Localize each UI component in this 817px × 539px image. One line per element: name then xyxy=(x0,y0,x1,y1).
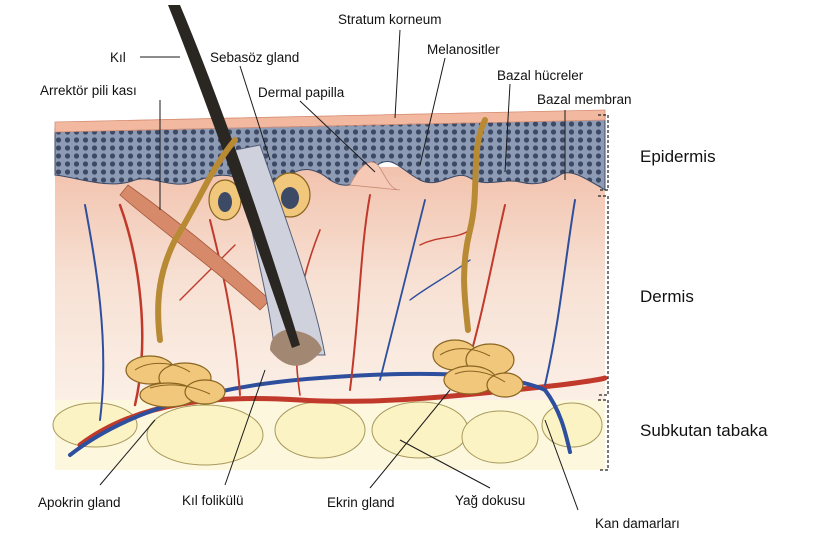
label-melanositler: Melanositler xyxy=(427,42,500,57)
label-kil-folikulu: Kıl folikülü xyxy=(182,493,244,508)
label-stratum-korneum: Stratum korneum xyxy=(338,12,442,27)
label-apokrin-gland: Apokrin gland xyxy=(38,495,121,510)
label-arrektor-pili-kasi: Arrektör pili kası xyxy=(40,83,137,98)
layer-label-dermis: Dermis xyxy=(640,287,694,306)
layer-labels: Epidermis Dermis Subkutan tabaka xyxy=(640,147,768,440)
label-sebasoz-gland: Sebasöz gland xyxy=(210,50,299,65)
leader-stratum-korneum xyxy=(395,30,400,118)
label-yag-dokusu: Yağ dokusu xyxy=(455,493,525,508)
layer-label-subkutan: Subkutan tabaka xyxy=(640,421,768,440)
label-dermal-papilla: Dermal papilla xyxy=(258,85,345,100)
label-ekrin-gland: Ekrin gland xyxy=(327,495,395,510)
label-kil: Kıl xyxy=(110,50,126,65)
layer-label-epidermis: Epidermis xyxy=(640,147,716,166)
label-kan-damarlari: Kan damarları xyxy=(595,516,680,531)
label-bazal-membran: Bazal membran xyxy=(537,92,632,107)
label-bazal-hucreler: Bazal hücreler xyxy=(497,68,584,83)
